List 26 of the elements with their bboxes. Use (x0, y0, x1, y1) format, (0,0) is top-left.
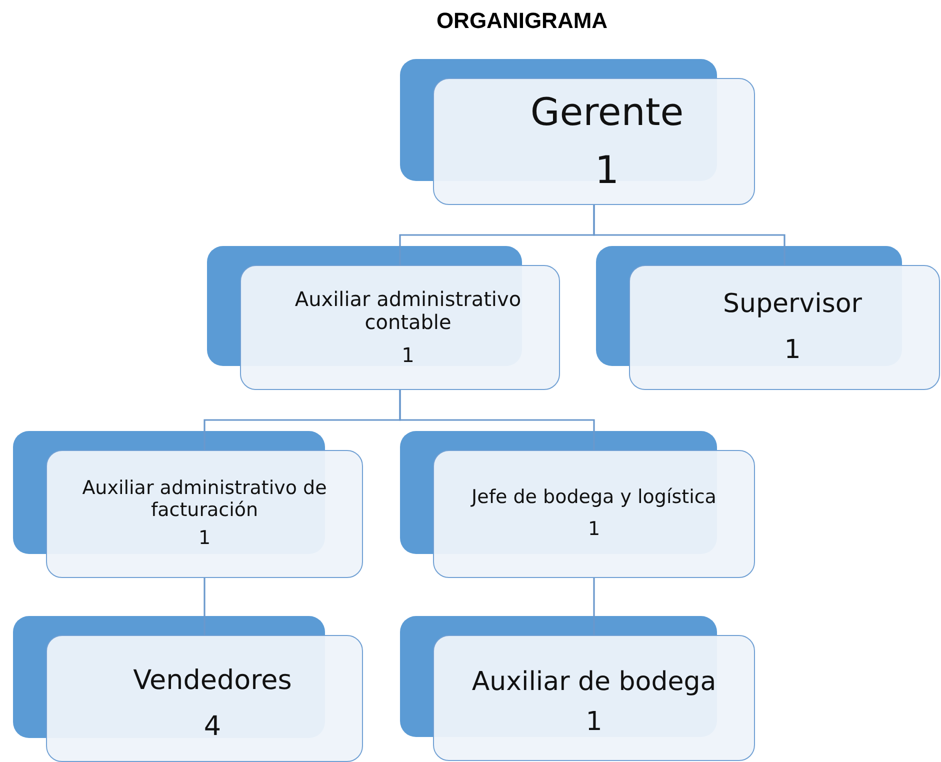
position-box (433, 450, 755, 578)
headcount-label: 1 (198, 528, 211, 550)
chart-title: ORGANIGRAMA (435, 8, 609, 34)
position-box (46, 635, 363, 762)
headcount-label: 1 (402, 344, 414, 367)
connector-line (593, 578, 595, 635)
connector-line (593, 205, 786, 265)
role-label: Gerente (530, 90, 684, 134)
headcount-label: 1 (588, 519, 600, 541)
connector-line (399, 390, 595, 450)
role-label: Auxiliar de bodega (472, 668, 716, 698)
role-label: Auxiliar administrativo contable (294, 288, 522, 334)
position-box (46, 450, 363, 578)
position-box (433, 78, 755, 205)
headcount-label: 1 (586, 708, 602, 738)
position-box (629, 265, 940, 390)
role-label: Jefe de bodega y logística (472, 487, 716, 509)
role-label: Supervisor (723, 290, 862, 320)
position-box (433, 635, 755, 761)
headcount-label: 1 (594, 148, 620, 192)
role-label: Auxiliar administrativo de facturación (81, 478, 328, 522)
position-box (240, 265, 560, 390)
connector-line (204, 578, 206, 635)
role-label: Vendedores (133, 665, 292, 696)
headcount-label: 4 (204, 710, 222, 742)
headcount-label: 1 (784, 336, 801, 366)
